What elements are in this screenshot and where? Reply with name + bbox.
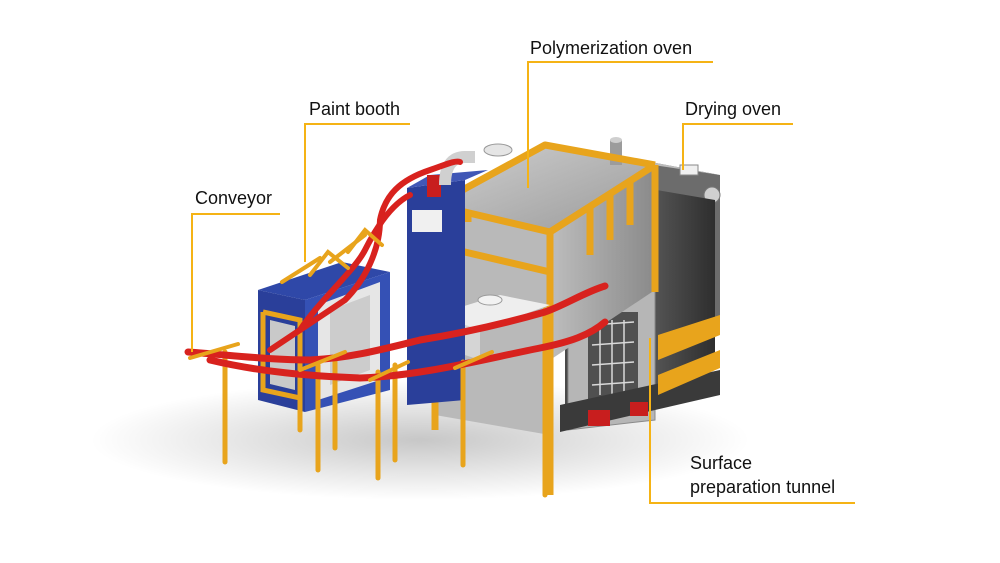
label-surface-line2: preparation tunnel: [690, 477, 836, 497]
leader-conveyor: [191, 213, 280, 352]
leader-polymerization-oven: [527, 61, 713, 188]
leader-lines: [191, 61, 855, 504]
label-conveyor: Conveyor: [195, 188, 273, 208]
label-surface-line1: Surface: [690, 453, 753, 473]
label-polymerization-oven: Polymerization oven: [530, 38, 693, 58]
leader-paint-booth: [304, 123, 410, 262]
conveyor-rail: [184, 158, 609, 382]
leader-drying-oven: [682, 123, 793, 170]
label-surface-preparation-tunnel: Surface preparation tunnel: [690, 451, 835, 499]
leader-surface-tunnel: [649, 338, 855, 504]
label-drying-oven: Drying oven: [685, 99, 782, 119]
label-paint-booth: Paint booth: [309, 99, 401, 119]
paint-booth: [258, 262, 390, 412]
conveyor-crossbars: [188, 227, 494, 382]
